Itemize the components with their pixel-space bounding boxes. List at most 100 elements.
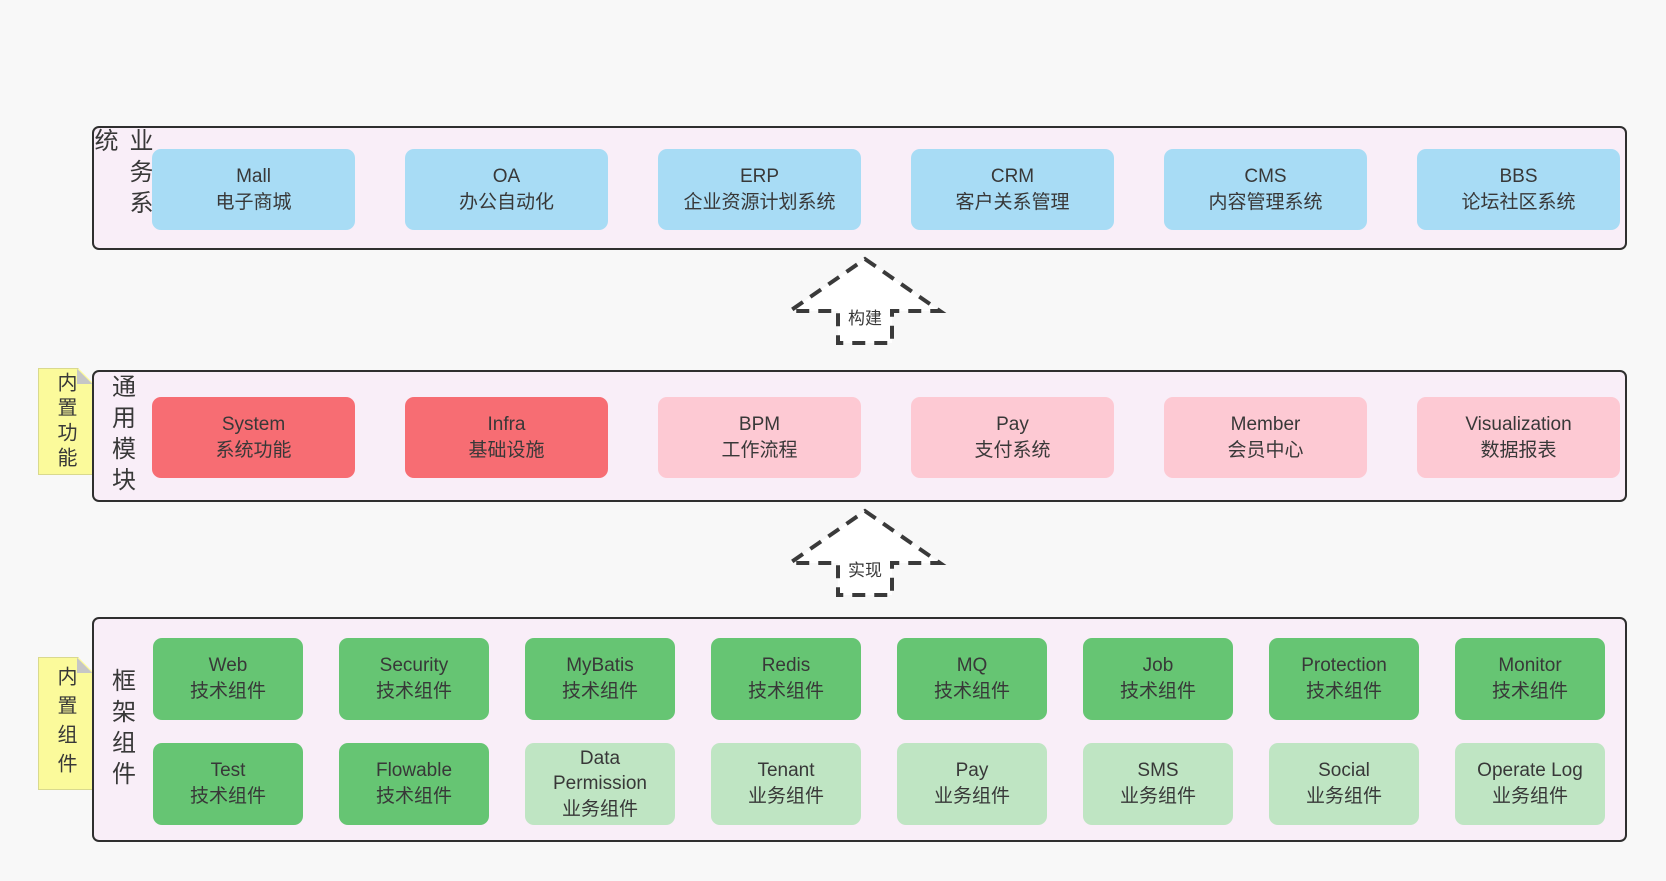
dashed-up-arrow-icon: [783, 256, 947, 345]
card-title: Security: [379, 655, 449, 677]
card-erp: ERP 企业资源计划系统: [658, 149, 861, 230]
band-label-framework-components: 框架组件: [107, 667, 135, 792]
card-title: Protection: [1301, 655, 1387, 677]
business-systems-row: Mall 电子商城 OA 办公自动化 ERP 企业资源计划系统 CRM 客户关系…: [152, 149, 1620, 230]
card-subtitle: 电子商城: [215, 191, 292, 213]
card-bbs: BBS 论坛社区系统: [1417, 149, 1620, 230]
card-subtitle: 业务组件: [747, 786, 824, 807]
card-subtitle: 工作流程: [721, 439, 798, 461]
card-sms: SMS 业务组件: [1083, 743, 1233, 825]
card-subtitle: 业务组件: [933, 786, 1010, 807]
card-subtitle: 会员中心: [1227, 439, 1304, 461]
card-subtitle: 基础设施: [468, 439, 545, 461]
card-pay: Pay 支付系统: [911, 397, 1114, 478]
card-security: Security 技术组件: [339, 638, 489, 720]
card-job: Job 技术组件: [1083, 638, 1233, 720]
card-subtitle: 技术组件: [375, 786, 452, 807]
card-title: Infra: [487, 413, 526, 435]
card-social: Social 业务组件: [1269, 743, 1419, 825]
card-title: BPM: [738, 413, 781, 435]
card-subtitle: 论坛社区系统: [1461, 191, 1576, 213]
card-bpm: BPM 工作流程: [658, 397, 861, 478]
card-subtitle: 技术组件: [561, 681, 638, 702]
card-subtitle: 数据报表: [1480, 439, 1557, 461]
arrow-build: 构建: [780, 254, 950, 348]
card-subtitle: 业务组件: [561, 798, 638, 820]
sticky-note-built-in-features: 内置功能: [38, 368, 93, 475]
framework-components-row-1: Web 技术组件 Security 技术组件 MyBatis 技术组件 Redi…: [153, 638, 1605, 720]
sticky-note-built-in-components: 内置组件: [38, 657, 93, 790]
band-label-common-modules: 通用模块: [107, 374, 135, 498]
card-subtitle: 技术组件: [375, 681, 452, 702]
arrow-label: 构建: [844, 304, 886, 329]
card-title: Member: [1230, 413, 1301, 435]
card-title: SMS: [1137, 760, 1179, 782]
card-system: System 系统功能: [152, 397, 355, 478]
card-redis: Redis 技术组件: [711, 638, 861, 720]
card-title: Redis: [761, 655, 811, 677]
card-title: Job: [1142, 655, 1174, 677]
dashed-up-arrow-icon: [783, 508, 947, 597]
card-operate-log: Operate Log 业务组件: [1455, 743, 1605, 825]
card-data-permission: Data Permission 业务组件: [525, 743, 675, 825]
card-title: OA: [492, 165, 521, 187]
card-title: Test: [210, 760, 246, 782]
card-subtitle: 内容管理系统: [1208, 191, 1323, 213]
card-subtitle: 业务组件: [1305, 786, 1382, 807]
card-subtitle: 技术组件: [747, 681, 824, 702]
card-title: Mall: [236, 165, 271, 187]
card-title: BBS: [1499, 165, 1538, 187]
card-title: Monitor: [1498, 655, 1562, 677]
card-subtitle: 企业资源计划系统: [683, 191, 836, 213]
band-label-business-systems: 业务系统: [90, 128, 152, 221]
card-tenant: Tenant 业务组件: [711, 743, 861, 825]
card-title: MyBatis: [566, 655, 634, 677]
card-title: Tenant: [757, 760, 815, 782]
card-oa: OA 办公自动化: [405, 149, 608, 230]
card-subtitle: 技术组件: [1305, 681, 1382, 702]
card-mq: MQ 技术组件: [897, 638, 1047, 720]
card-title: Visualization: [1465, 413, 1572, 435]
card-subtitle: 技术组件: [1491, 681, 1568, 702]
card-subtitle: 办公自动化: [458, 191, 554, 213]
card-protection: Protection 技术组件: [1269, 638, 1419, 720]
arrow-implement: 实现: [780, 506, 950, 600]
card-subtitle: 支付系统: [974, 439, 1051, 461]
card-flowable: Flowable 技术组件: [339, 743, 489, 825]
card-mall: Mall 电子商城: [152, 149, 355, 230]
card-subtitle: 业务组件: [1119, 786, 1196, 807]
card-title: CMS: [1244, 165, 1287, 187]
card-title: Operate Log: [1477, 760, 1583, 782]
band-common-modules: 通用模块 System 系统功能 Infra 基础设施 BPM 工作流程 Pay…: [92, 370, 1627, 502]
card-subtitle: 系统功能: [215, 439, 292, 461]
card-infra: Infra 基础设施: [405, 397, 608, 478]
card-title: MQ: [956, 655, 988, 677]
card-mybatis: MyBatis 技术组件: [525, 638, 675, 720]
band-business-systems: 业务系统 Mall 电子商城 OA 办公自动化 ERP 企业资源计划系统 CRM…: [90, 126, 1627, 250]
card-subtitle: 客户关系管理: [955, 191, 1070, 213]
card-pay-component: Pay 业务组件: [897, 743, 1047, 825]
card-title: Pay: [996, 413, 1029, 435]
card-title: Data Permission: [553, 747, 647, 795]
card-member: Member 会员中心: [1164, 397, 1367, 478]
card-subtitle: 技术组件: [189, 786, 266, 807]
card-title: ERP: [739, 165, 780, 187]
card-web: Web 技术组件: [153, 638, 303, 720]
arrow-label: 实现: [844, 556, 886, 581]
card-monitor: Monitor 技术组件: [1455, 638, 1605, 720]
card-title: CRM: [990, 165, 1035, 187]
card-title: Web: [208, 655, 248, 677]
common-modules-row: System 系统功能 Infra 基础设施 BPM 工作流程 Pay 支付系统…: [152, 397, 1620, 478]
card-visualization: Visualization 数据报表: [1417, 397, 1620, 478]
band-framework-components: 框架组件 Web 技术组件 Security 技术组件 MyBatis 技术组件…: [92, 617, 1627, 842]
card-subtitle: 技术组件: [933, 681, 1010, 702]
card-title: Flowable: [375, 760, 453, 782]
card-title: System: [221, 413, 286, 435]
card-subtitle: 技术组件: [1119, 681, 1196, 702]
card-test: Test 技术组件: [153, 743, 303, 825]
card-title: Pay: [955, 760, 989, 782]
card-cms: CMS 内容管理系统: [1164, 149, 1367, 230]
card-crm: CRM 客户关系管理: [911, 149, 1114, 230]
card-subtitle: 业务组件: [1491, 786, 1568, 807]
